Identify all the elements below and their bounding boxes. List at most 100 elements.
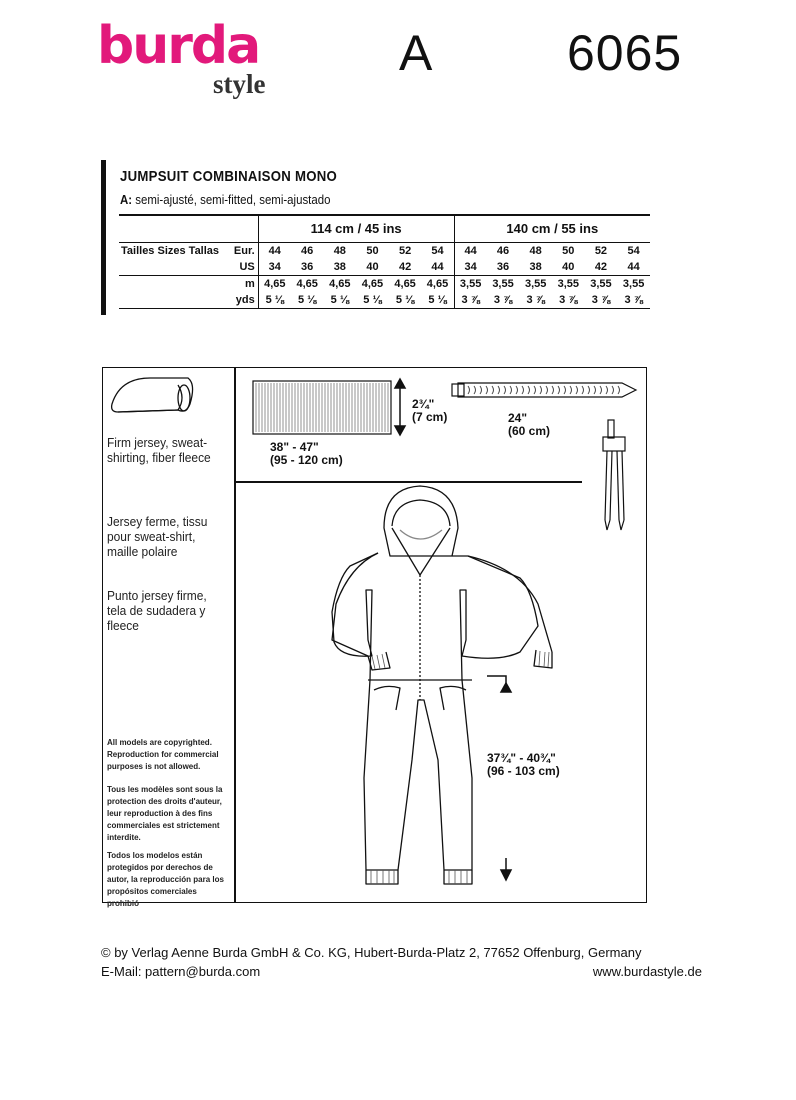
- us-size: 34: [258, 258, 291, 276]
- us-size: 42: [584, 258, 618, 276]
- yards-row: yds 5 ⅛ 5 ⅛ 5 ⅛ 5 ⅛ 5 ⅛ 5 ⅛ 3 ⅞ 3 ⅞ 3 ⅞ …: [119, 291, 650, 309]
- jumpsuit-drawing: [331, 485, 553, 885]
- meters-value: 4,65: [296, 277, 318, 290]
- logo-brand: burda: [97, 16, 261, 76]
- eur-size: 52: [584, 241, 618, 259]
- yards-value: 5 ⅛: [388, 291, 422, 309]
- yds-label: yds: [229, 291, 259, 309]
- eur-size-row: Tailles Sizes Tallas Eur. 44 46 48 50 52…: [119, 241, 650, 259]
- meters-value: 3,55: [622, 277, 645, 290]
- us-label: US: [229, 258, 259, 276]
- meters-value: 3,55: [453, 275, 487, 292]
- eur-label: Eur.: [229, 241, 259, 259]
- zipper-length-cm: (60 cm): [508, 424, 551, 438]
- garment-title: JUMPSUIT COMBINAISON MONO: [120, 168, 338, 185]
- eur-size: 52: [388, 241, 422, 259]
- rib-height-arrow-icon: [393, 377, 407, 437]
- us-size: 34: [453, 258, 487, 276]
- inseam-label: 37¾" - 40¾" (96 - 103 cm): [487, 752, 560, 778]
- yards-value: 3 ⅞: [551, 291, 585, 309]
- yards-value: 5 ⅛: [356, 291, 389, 309]
- us-size: 36: [290, 258, 324, 276]
- copyright-en: All models are copyrighted. Reproduction…: [107, 738, 219, 771]
- rib-length-cm: (95 - 120 cm): [270, 453, 343, 467]
- eur-size: 44: [453, 241, 487, 259]
- fabric-width-row: 114 cm / 45 ins 140 cm / 55 ins: [119, 214, 650, 242]
- rib-length-label: 38" - 47" (95 - 120 cm): [270, 441, 343, 467]
- meters-value: 4,65: [264, 277, 286, 290]
- meters-value: 4,65: [361, 277, 384, 290]
- ribbing-icon: [252, 380, 392, 435]
- eur-size: 54: [617, 241, 650, 259]
- sizes-label: Tailles Sizes Tallas: [119, 241, 230, 259]
- us-size: 40: [356, 258, 389, 276]
- meters-value: 3,55: [590, 277, 612, 290]
- zipper-length-label: 24" (60 cm): [508, 412, 550, 438]
- copyright-es: Todos los modelos están protegidos por d…: [107, 851, 224, 908]
- eur-size: 44: [258, 241, 291, 259]
- yards-value: 5 ⅛: [258, 291, 291, 309]
- rib-length-in: 38" - 47": [270, 440, 319, 454]
- yardage-table: 114 cm / 45 ins 140 cm / 55 ins Tailles …: [119, 214, 650, 309]
- spec-bar: [101, 160, 106, 315]
- yards-value: 3 ⅞: [519, 291, 552, 309]
- eur-size: 48: [519, 241, 552, 259]
- yards-value: 3 ⅞: [486, 291, 520, 309]
- email-text[interactable]: E-Mail: pattern@burda.com: [101, 964, 261, 979]
- website-link[interactable]: www.burdastyle.de: [592, 964, 702, 979]
- eur-size: 54: [421, 241, 455, 259]
- yards-value: 3 ⅞: [617, 291, 650, 309]
- rib-height-label: 2¾" (7 cm): [412, 398, 447, 424]
- yards-value: 5 ⅛: [290, 291, 324, 309]
- view-letter: A: [399, 25, 433, 81]
- yards-value: 3 ⅞: [453, 291, 487, 309]
- burda-style-logo: burda style: [97, 16, 287, 102]
- fabric-es: Punto jersey firme, tela de sudadera y f…: [107, 588, 207, 633]
- panel-divider: [234, 367, 236, 903]
- m-label: m: [229, 275, 259, 292]
- fabric-en: Firm jersey, sweat-shirting, fiber fleec…: [107, 435, 211, 465]
- pattern-number: 6065: [567, 25, 683, 81]
- us-size: 36: [486, 258, 520, 276]
- width-140: 140 cm / 55 ins: [453, 214, 650, 242]
- fabric-fr: Jersey ferme, tissu pour sweat-shirt, ma…: [107, 514, 208, 559]
- logo-sub: style: [213, 69, 266, 99]
- rib-height-cm: (7 cm): [412, 410, 448, 424]
- meters-row: m 4,65 4,65 4,65 4,65 4,65 4,65 3,55 3,5…: [119, 275, 650, 292]
- us-size: 42: [388, 258, 422, 276]
- yards-value: 5 ⅛: [421, 291, 455, 309]
- yards-value: 5 ⅛: [323, 291, 357, 309]
- eur-size: 46: [290, 241, 324, 259]
- inseam-cm: (96 - 103 cm): [487, 764, 560, 778]
- us-size-row: US 34 36 38 40 42 44 34 36 38 40 42 44: [119, 258, 650, 276]
- yards-value: 3 ⅞: [584, 291, 618, 309]
- fit-text: semi-ajusté, semi-fitted, semi-ajustado: [132, 192, 331, 207]
- rib-height-in: 2¾": [412, 397, 435, 411]
- zipper-length-in: 24": [508, 411, 528, 425]
- twin-needle-icon: [602, 419, 626, 531]
- copyright-fr: Tous les modèles sont sous la protection…: [107, 785, 223, 842]
- meters-value: 3,55: [492, 277, 514, 290]
- meters-value: 4,65: [329, 277, 351, 290]
- us-size: 44: [617, 258, 650, 276]
- meters-value: 4,65: [394, 277, 416, 290]
- us-size: 44: [421, 258, 455, 276]
- eur-size: 48: [323, 241, 357, 259]
- illustration-panel: [102, 367, 647, 903]
- fit-description: A: semi-ajusté, semi-fitted, semi-ajusta…: [120, 192, 330, 207]
- publisher-line: © by Verlag Aenne Burda GmbH & Co. KG, H…: [101, 945, 642, 960]
- view-label: A:: [120, 192, 133, 207]
- inseam-arrow-icon: [487, 675, 513, 882]
- notions-divider: [234, 481, 582, 483]
- meters-value: 4,65: [426, 277, 449, 290]
- width-114: 114 cm / 45 ins: [257, 214, 455, 242]
- us-size: 38: [323, 258, 357, 276]
- meters-value: 3,55: [524, 277, 547, 290]
- meters-value: 3,55: [557, 277, 580, 290]
- eur-size: 50: [551, 241, 585, 259]
- inseam-in: 37¾" - 40¾": [487, 751, 556, 765]
- contact-line: E-Mail: pattern@burda.com www.burdastyle…: [101, 964, 702, 979]
- us-size: 38: [519, 258, 552, 276]
- us-size: 40: [551, 258, 585, 276]
